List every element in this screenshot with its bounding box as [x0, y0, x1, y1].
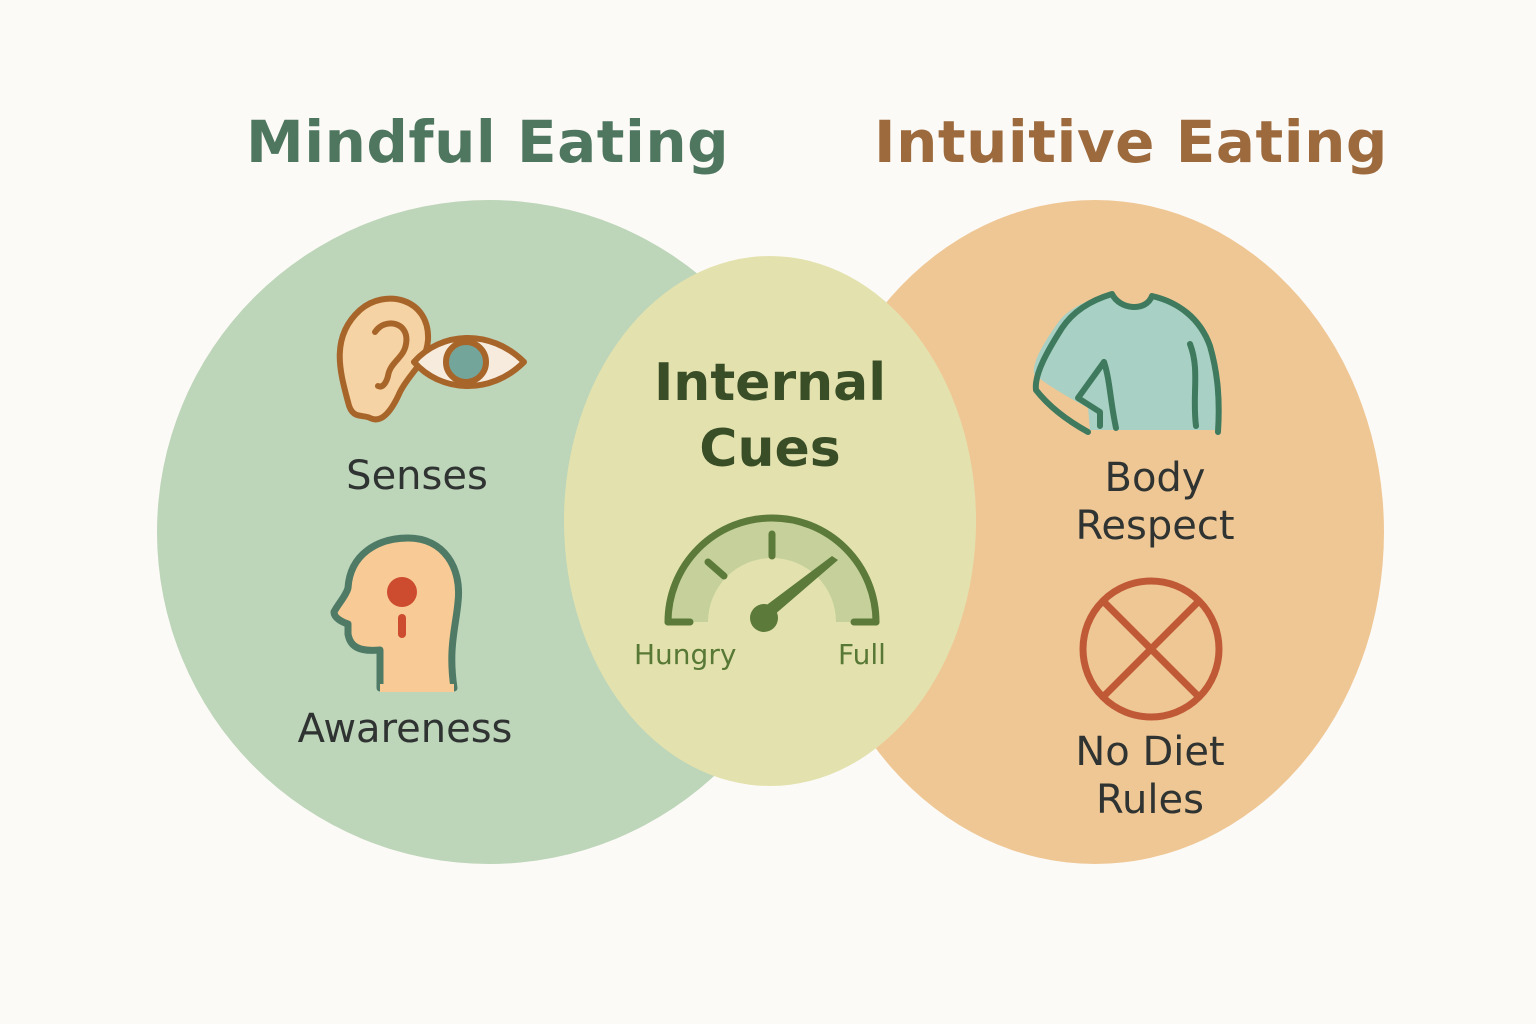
ear-eye-icon: [336, 295, 527, 423]
intuitive-eating-title: Intuitive Eating: [874, 108, 1388, 176]
senses-label: Senses: [346, 453, 488, 499]
awareness-label: Awareness: [297, 706, 513, 752]
body-respect-line1: Body: [1104, 455, 1206, 501]
gauge-full-label: Full: [838, 638, 886, 671]
no-diet-rules-line2: Rules: [1096, 777, 1204, 823]
internal-cues-title: Internal Cues: [600, 350, 940, 482]
body-respect-line2: Respect: [1075, 503, 1235, 549]
internal-cues-line1: Internal: [653, 353, 887, 413]
no-diet-rules-line1: No Diet: [1075, 729, 1225, 775]
prohibited-x-icon: [1079, 577, 1223, 721]
mindful-eating-title: Mindful Eating: [246, 108, 730, 176]
gauge-hungry-label: Hungry: [634, 638, 737, 671]
torso-shirt-icon: [1032, 291, 1222, 435]
hunger-gauge-icon: [664, 514, 880, 632]
no-diet-rules-label: No Diet Rules: [1050, 728, 1250, 824]
head-awareness-icon: [330, 534, 463, 692]
body-respect-label: Body Respect: [1055, 454, 1255, 550]
internal-cues-line2: Cues: [699, 419, 841, 479]
